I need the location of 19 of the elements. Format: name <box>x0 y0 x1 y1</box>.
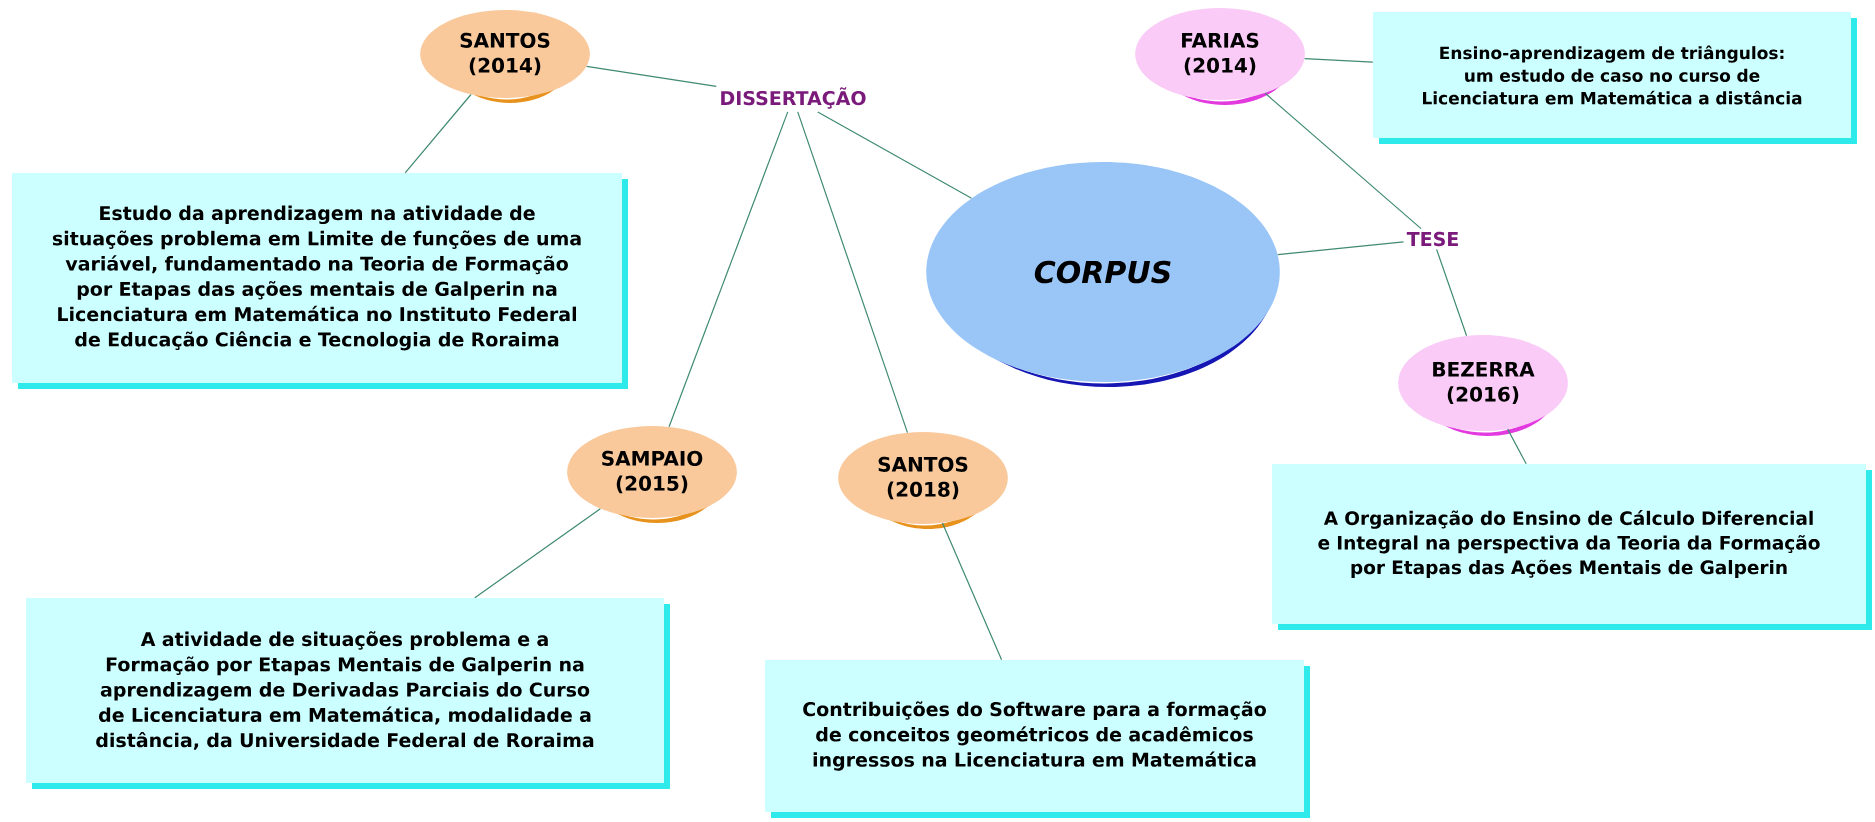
category-label: TESE <box>1406 231 1458 247</box>
text-box: Contribuições do Software para a formação de conceitos geométricos de acadêmicos ingressos na Licenciatura em Matemática <box>765 660 1310 818</box>
text-box: Estudo da aprendizagem na atividade de situações problema em Limite de funções de uma variável, fundamentado na Teoria de Formação por Etapas das ações mentais de Galperin na Licenciatura em Matemática no Instituto Federal de Educação Ciência e Tecnologia de Roraima <box>12 173 628 389</box>
connector-line <box>474 508 601 599</box>
text-box: A Organização do Ensino de Cálculo Diferencial e Integral na perspectiva da Teoria da Formação por Etapas das Ações Mentais de Galperin <box>1272 464 1872 630</box>
connector-line <box>1277 241 1405 256</box>
connector-line <box>668 111 789 428</box>
connector-line <box>1264 92 1422 230</box>
connector-line <box>1507 428 1527 465</box>
connector-line <box>941 522 1003 661</box>
connector-line <box>586 65 717 87</box>
connector-line <box>1304 57 1374 63</box>
connector-line <box>817 111 973 199</box>
connector-line <box>1436 248 1468 337</box>
category-label: DISSERTAÇÃO <box>721 87 866 109</box>
text-box: Ensino-aprendizagem de triângulos: um estudo de caso no curso de Licenciatura em Matemática a distância <box>1373 12 1857 144</box>
connector-line <box>404 93 472 174</box>
connector-line <box>797 111 909 434</box>
text-box: A atividade de situações problema e a Formação por Etapas Mentais de Galperin na aprendizagem de Derivadas Parciais do Curso de Licenciatura em Matemática, modalidade a distância, da Universidade Federal de Roraima <box>26 598 670 789</box>
